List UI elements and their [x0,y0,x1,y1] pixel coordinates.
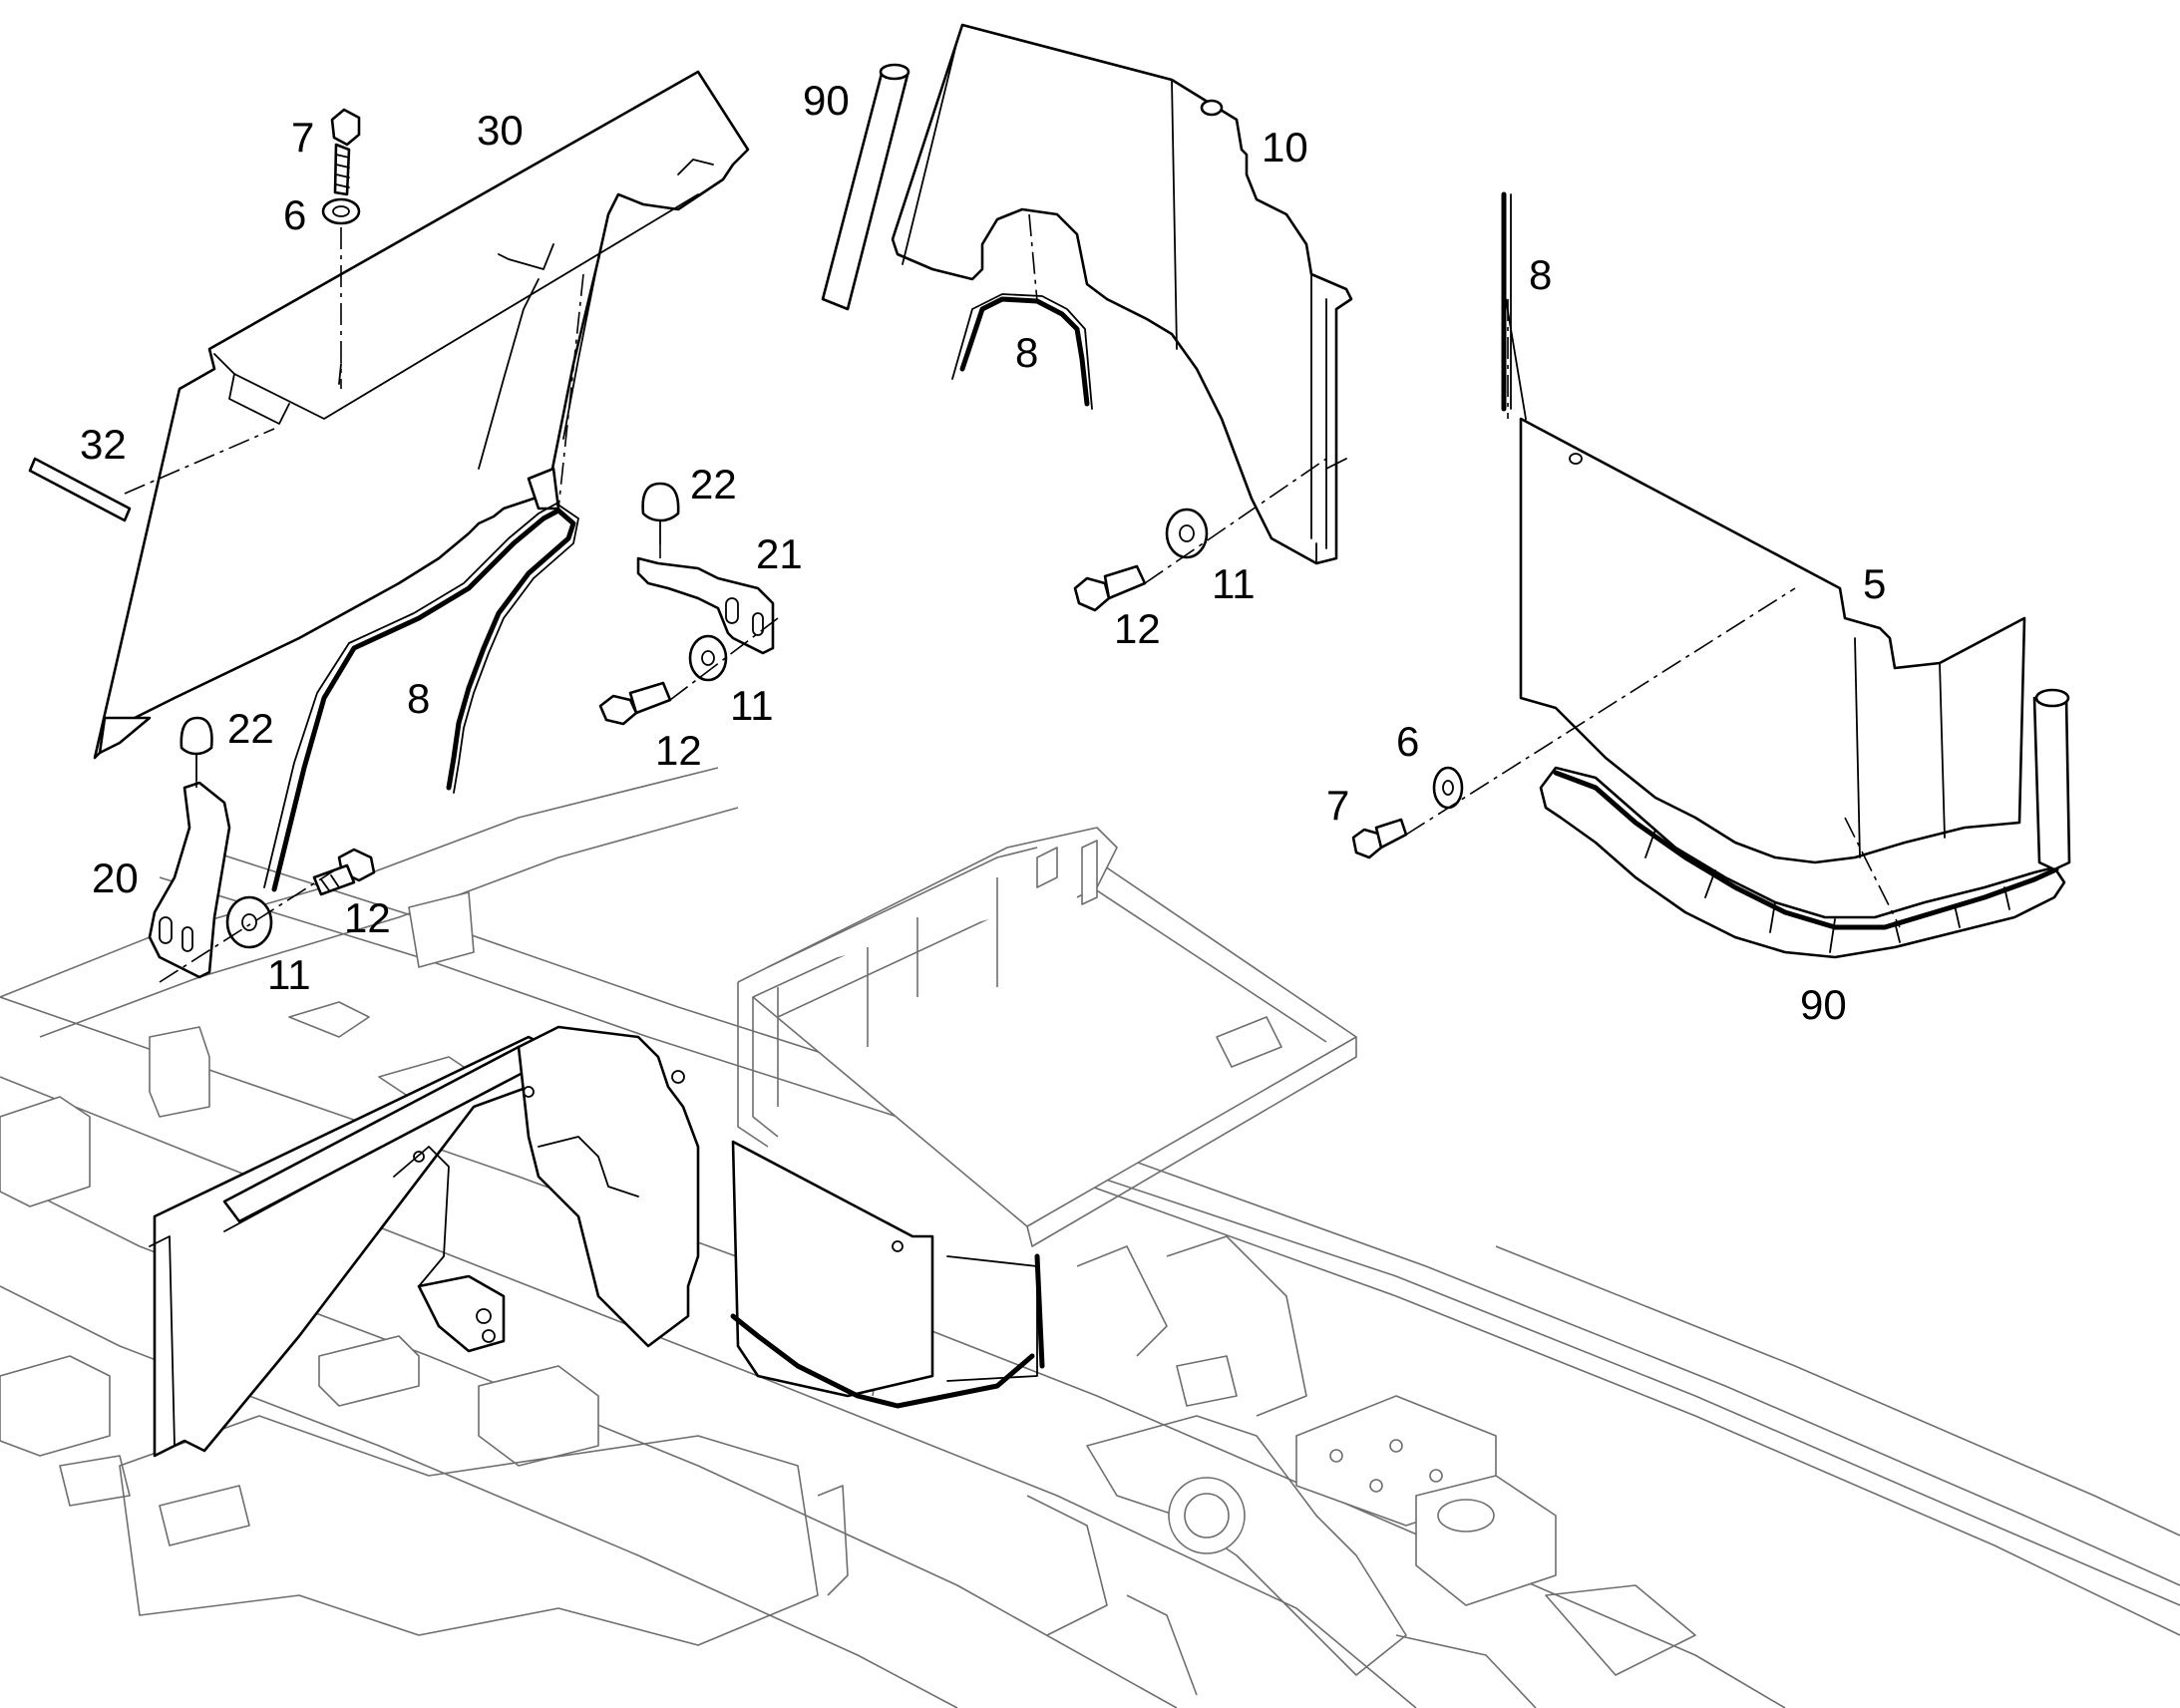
installed-assembly [149,1025,1045,1458]
part-20-bracket [148,781,231,979]
part-90-strip-upper [821,63,910,311]
part-12-bolt-left [312,848,376,896]
callout-10: 10 [1262,124,1308,171]
part-10-rear-panel [891,23,1353,565]
part-12-bolt-right [1073,564,1147,612]
callout-11: 11 [730,682,774,729]
assembly-axis-lines [124,213,1901,983]
machine-frame [0,767,2180,1708]
callout-90: 90 [803,77,850,124]
callout-90: 90 [1800,981,1847,1028]
callout-8: 8 [1015,329,1038,376]
part-8-seal-left [263,503,579,892]
callout-8: 8 [1529,251,1552,298]
callout-32: 32 [80,421,127,468]
callout-labels: 7 30 6 90 10 8 8 32 22 21 11 12 5 8 11 1… [80,77,1886,1028]
part-7-bolt-right [1351,818,1408,859]
part-6-washer-upper [321,197,361,225]
part-11-washer-left [225,895,273,949]
part-30-left-panel [93,70,750,760]
callout-11: 11 [267,951,311,998]
callout-22: 22 [227,705,274,752]
callout-6: 6 [1396,718,1419,765]
callout-7: 7 [291,114,314,161]
callout-12: 12 [1114,605,1161,652]
part-11-washer-mid [688,634,728,682]
part-11-washer-right [1165,508,1209,559]
part-90-edge-right [1539,688,2071,959]
part-22-knob-lower [180,716,213,781]
callout-12: 12 [344,894,391,941]
callout-12: 12 [655,727,702,774]
callout-21: 21 [756,530,803,577]
part-5-right-panel [1519,417,2026,864]
callout-11: 11 [1212,560,1256,607]
part-12-bolt-mid [598,681,672,726]
part-32-strip [28,457,132,522]
part-22-knob-upper [641,482,680,544]
part-21-bracket [636,556,775,655]
callout-6: 6 [283,191,306,238]
callout-30: 30 [477,107,524,154]
part-6-washer-right [1432,766,1464,810]
part-8-seal-center [951,293,1093,410]
callout-8: 8 [407,675,430,722]
callout-7: 7 [1326,782,1349,829]
callout-5: 5 [1863,560,1886,607]
callout-20: 20 [92,854,139,901]
callout-22: 22 [690,461,737,508]
part-7-bolt-upper [330,108,361,196]
